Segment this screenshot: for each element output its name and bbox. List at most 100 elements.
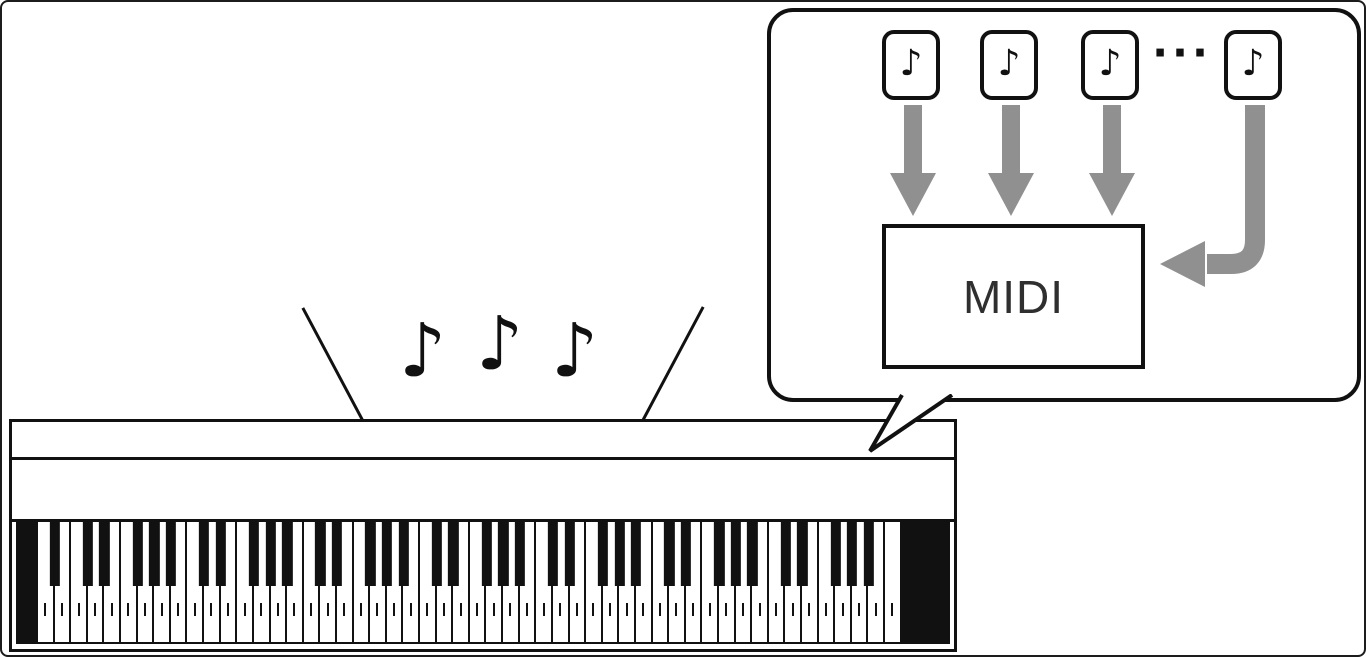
eighth-note-symbol: ♪ — [399, 308, 447, 394]
piano-black-key — [614, 522, 625, 586]
piano-black-key — [564, 522, 575, 586]
key-front-mark — [77, 603, 80, 616]
key-front-mark — [725, 603, 728, 616]
piano-right-end-block — [902, 522, 950, 644]
key-front-mark — [276, 603, 279, 616]
ellipsis: ··· — [1152, 28, 1212, 77]
arrow-head — [890, 173, 936, 216]
piano-black-key — [49, 522, 60, 586]
key-front-mark — [675, 603, 678, 616]
piano-black-key — [797, 522, 808, 586]
piano-white-key — [885, 522, 902, 642]
piano-black-key — [132, 522, 143, 586]
key-front-mark — [542, 603, 545, 616]
note-key-chip: ♪ — [980, 30, 1038, 100]
key-front-mark — [393, 603, 396, 616]
key-front-mark — [858, 603, 861, 616]
arrow-head — [1089, 173, 1135, 216]
eighth-note-icon: ♪ — [997, 42, 1021, 84]
digital-piano — [9, 419, 957, 652]
piano-black-key — [315, 522, 326, 586]
piano-black-key — [547, 522, 559, 586]
piano-black-key — [714, 522, 725, 586]
eighth-note-icon: ♪ — [899, 42, 923, 84]
piano-black-key — [282, 522, 293, 586]
piano-black-key — [846, 522, 858, 586]
piano-black-key — [498, 522, 509, 586]
key-front-mark — [44, 603, 47, 616]
piano-black-key — [149, 522, 160, 586]
key-front-mark — [326, 603, 329, 616]
key-front-mark — [359, 603, 362, 616]
key-front-mark — [143, 603, 146, 616]
speech-bubble: ♪ ♪ ♪ ··· ♪ MIDI — [767, 8, 1361, 453]
key-front-mark — [110, 603, 113, 616]
key-front-mark — [808, 603, 811, 616]
key-front-mark — [160, 603, 163, 616]
midi-flow-arrow-down — [1089, 105, 1135, 217]
arrow-shaft — [1002, 105, 1020, 174]
key-front-mark — [459, 603, 462, 616]
key-front-mark — [492, 603, 495, 616]
key-front-mark — [227, 603, 229, 616]
key-front-mark — [775, 603, 778, 616]
piano-black-key — [863, 522, 874, 586]
key-front-mark — [243, 603, 246, 616]
key-front-mark — [642, 603, 645, 616]
key-front-mark — [791, 603, 794, 616]
key-front-mark — [824, 603, 827, 616]
piano-black-key — [747, 522, 758, 586]
piano-black-key — [514, 522, 525, 586]
key-front-mark — [509, 603, 512, 616]
piano-keybed — [12, 522, 954, 649]
key-front-mark — [60, 603, 63, 616]
key-front-mark — [575, 603, 578, 616]
key-front-mark — [609, 603, 612, 616]
key-front-mark — [692, 603, 695, 616]
piano-black-key — [165, 522, 177, 586]
midi-flow-arrow-down — [988, 105, 1034, 217]
key-front-mark — [260, 603, 263, 616]
piano-top-panel — [12, 422, 954, 460]
key-front-mark — [343, 603, 346, 616]
piano-black-key — [82, 522, 93, 586]
midi-flow-arrow-curved — [1160, 105, 1265, 287]
key-front-mark — [94, 603, 97, 616]
piano-front-panel — [12, 460, 954, 522]
key-front-mark — [293, 603, 296, 616]
speech-bubble-tail — [868, 394, 954, 453]
eighth-note-icon: ♪ — [1241, 42, 1265, 84]
piano-black-key — [830, 522, 841, 586]
key-front-mark — [891, 603, 894, 616]
piano-black-key — [630, 522, 642, 586]
key-front-mark — [758, 603, 761, 616]
key-front-mark — [559, 603, 562, 616]
key-front-mark — [310, 603, 313, 616]
piano-black-key — [664, 522, 675, 586]
piano-black-key — [365, 522, 376, 586]
piano-black-key — [780, 522, 791, 586]
arrow-head — [988, 173, 1034, 216]
eighth-note-icon: ♪ — [1098, 42, 1122, 84]
key-front-mark — [708, 603, 711, 616]
piano-black-key — [481, 522, 492, 586]
piano-black-key — [448, 522, 459, 586]
arrow-shaft — [1103, 105, 1121, 174]
piano-black-key — [198, 522, 210, 586]
key-front-mark — [409, 603, 412, 616]
piano-black-key — [381, 522, 393, 586]
piano-black-key — [265, 522, 276, 586]
key-front-mark — [127, 603, 130, 616]
piano-black-key — [248, 522, 260, 586]
eighth-note-symbol: ♪ — [551, 308, 599, 394]
eighth-note-symbol: ♪ — [476, 301, 524, 387]
key-front-mark — [177, 603, 180, 616]
key-front-mark — [741, 603, 744, 616]
piano-black-key — [398, 522, 409, 586]
key-front-mark — [525, 603, 528, 616]
piano-black-key — [597, 522, 609, 586]
key-front-mark — [426, 603, 429, 616]
note-key-chip: ♪ — [1224, 30, 1282, 100]
key-front-mark — [193, 603, 196, 616]
